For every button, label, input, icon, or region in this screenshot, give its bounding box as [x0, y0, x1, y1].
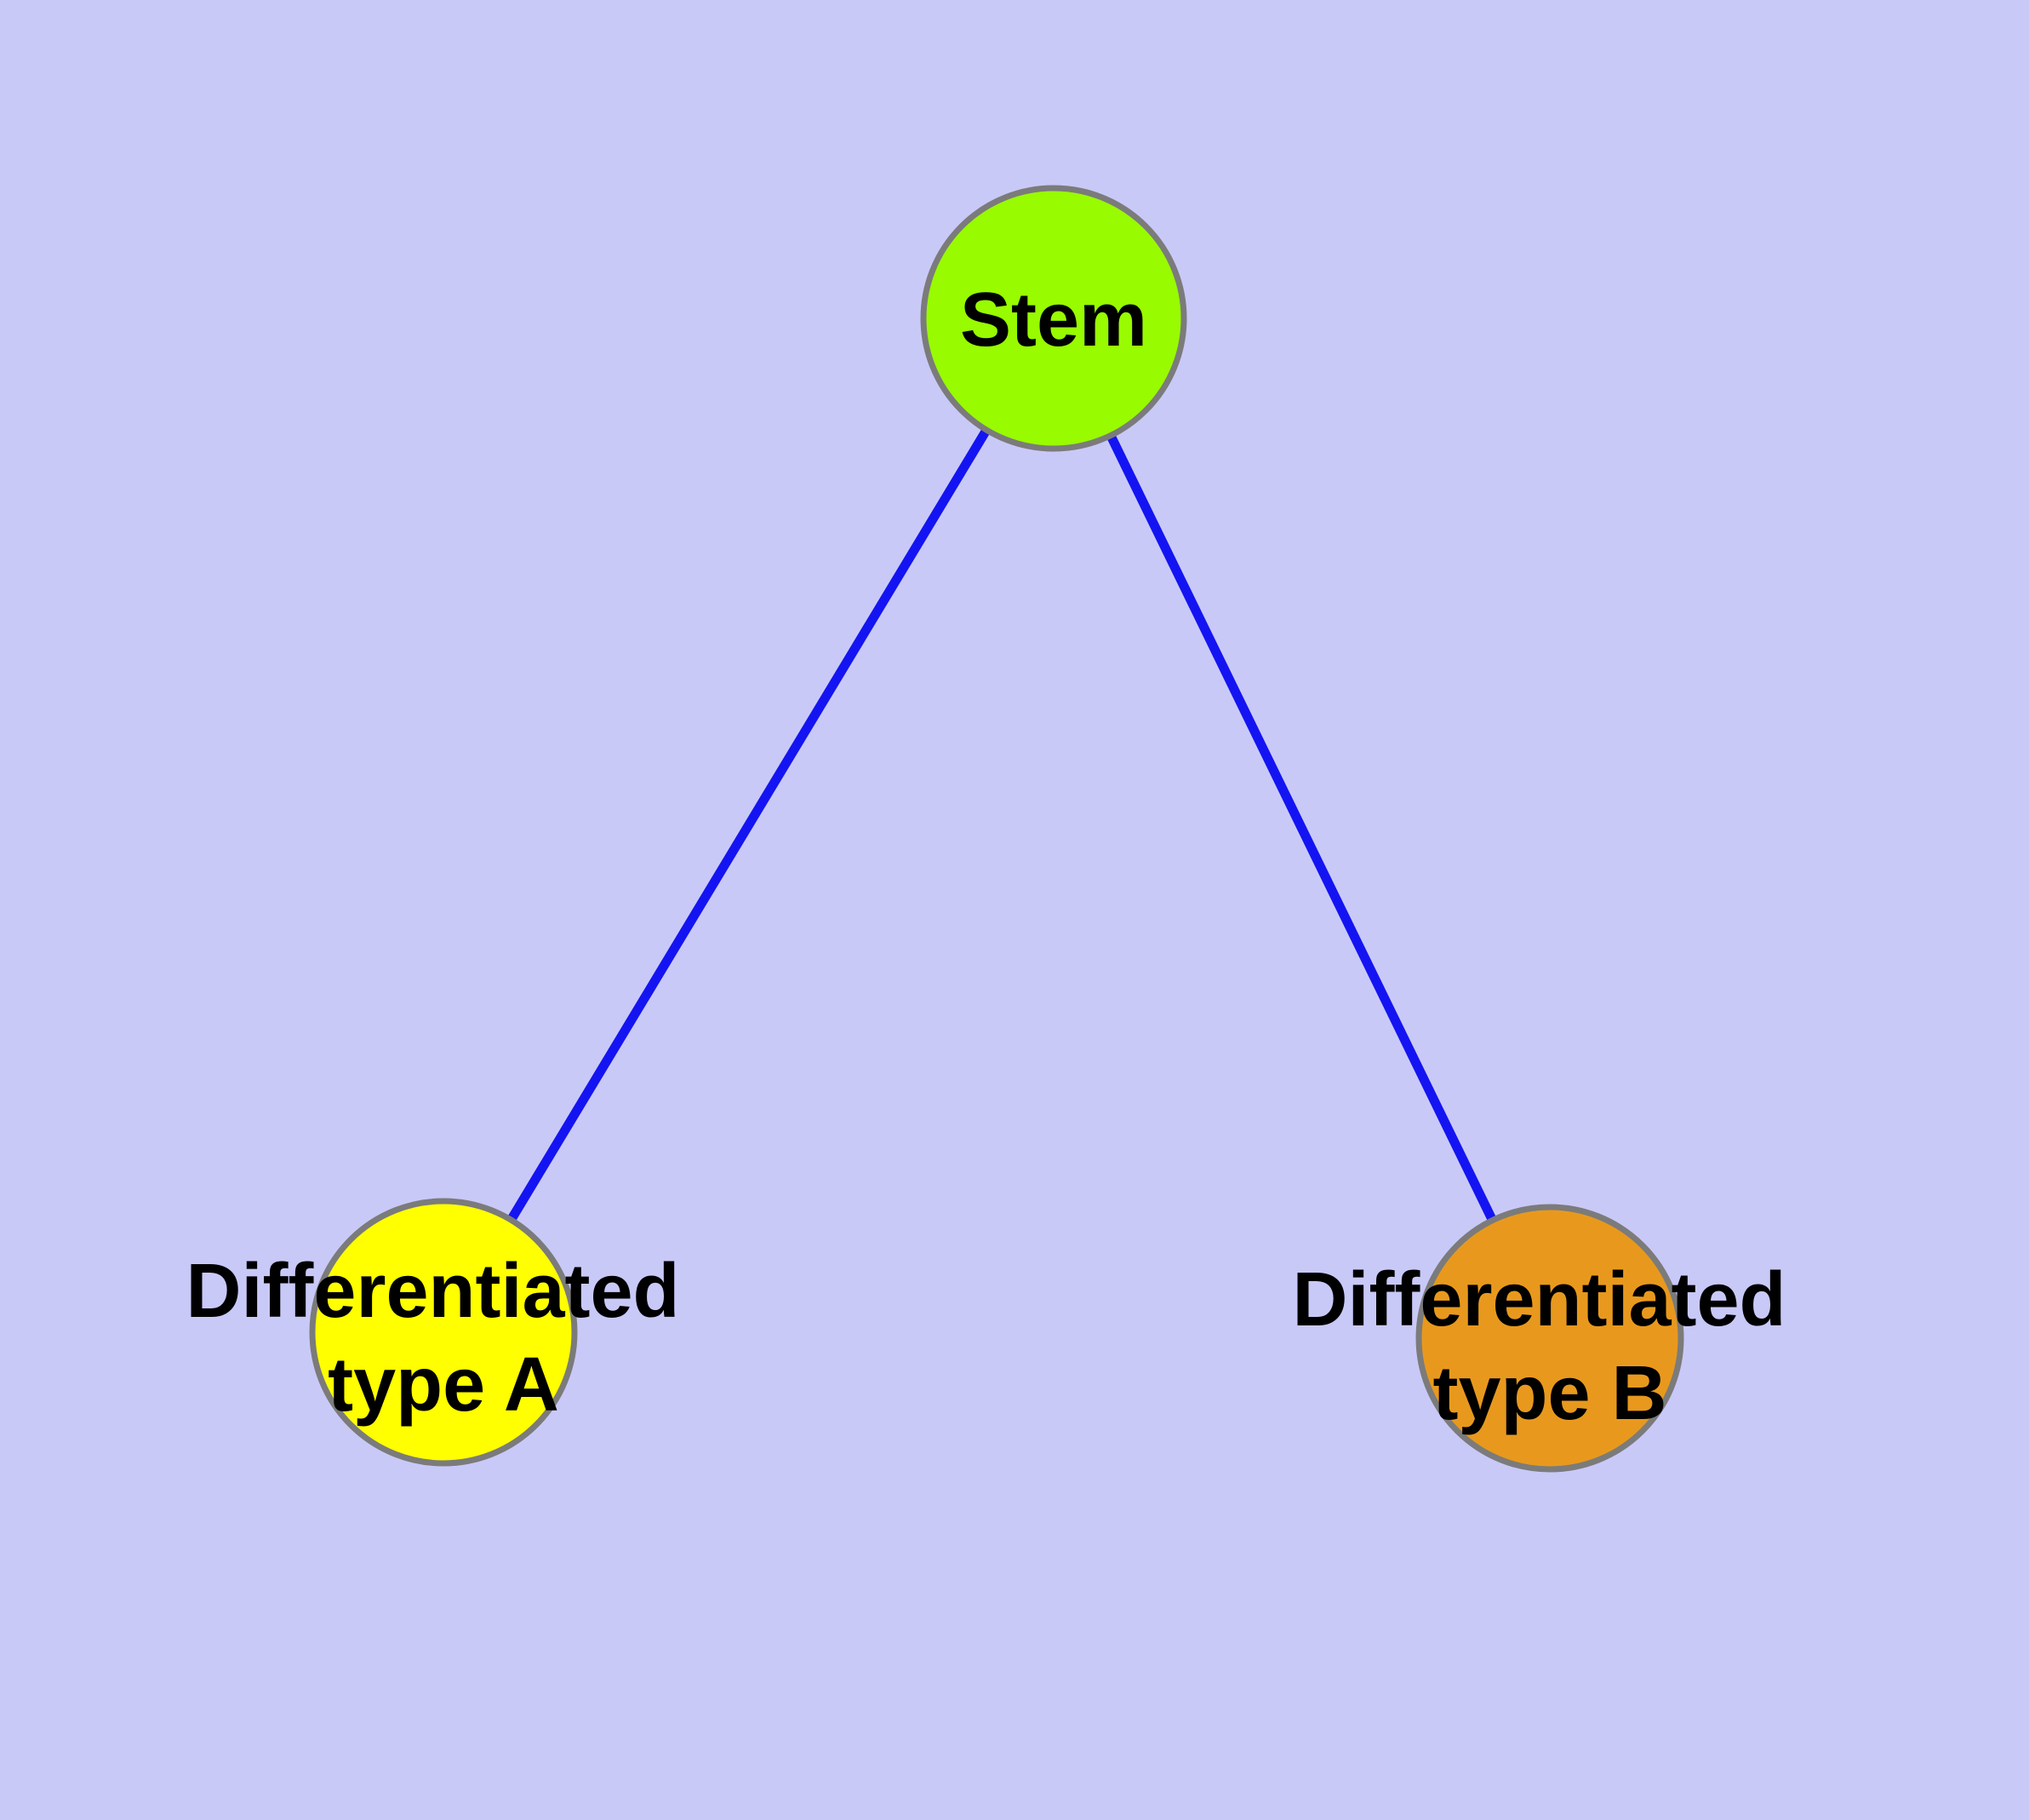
node-stem-label: Stem: [960, 278, 1147, 363]
edge-stem-to-type-b: [1049, 316, 1554, 1341]
node-type-a-label-line1: Differentiated: [186, 1249, 679, 1334]
node-type-b-label-line1: Differentiated: [1292, 1257, 1786, 1342]
node-type-b-circle: [1415, 1204, 1684, 1473]
edge-stem-to-type-a: [439, 316, 1058, 1335]
node-type-a-circle: [309, 1198, 578, 1467]
node-type-b-label-line2: type B: [1432, 1351, 1666, 1436]
node-stem-circle: [920, 185, 1187, 452]
node-type-a-label-line2: type A: [328, 1342, 559, 1428]
node-type-b-label: Differentiated type B: [1292, 1257, 1807, 1436]
node-type-a-label: Differentiated type A: [186, 1249, 700, 1428]
